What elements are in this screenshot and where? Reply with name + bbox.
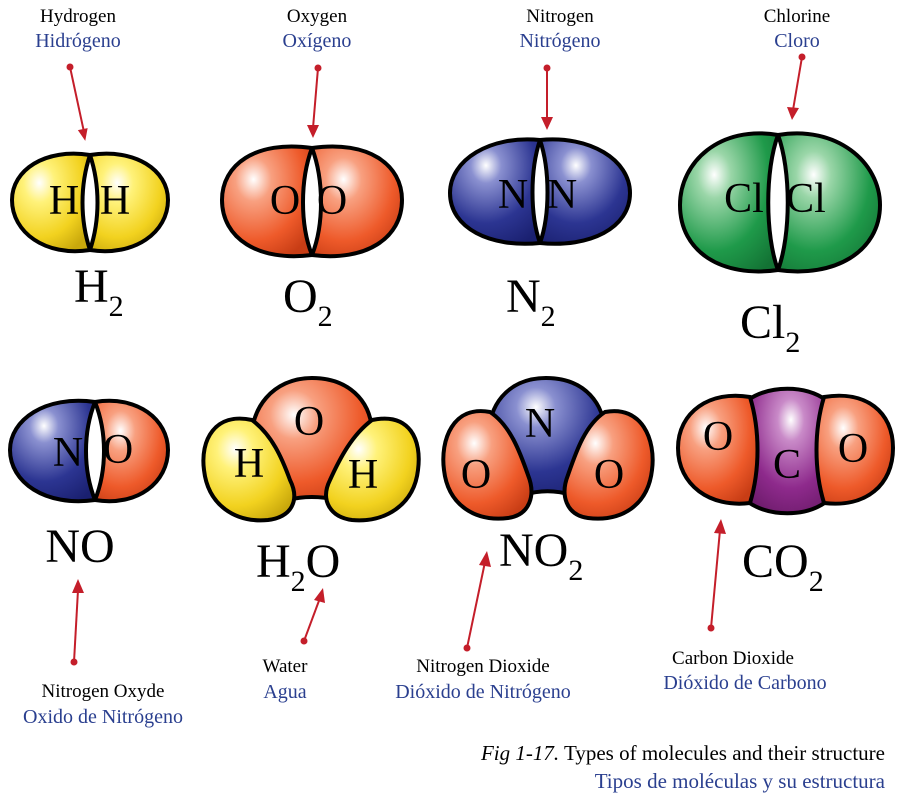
label-es-o2: Oxígeno xyxy=(283,30,352,52)
atom-letter: N xyxy=(525,401,555,447)
atom-letter: C xyxy=(773,442,801,488)
label-en-h2: Hydrogen xyxy=(40,6,116,27)
label-en-co2: Carbon Dioxide xyxy=(672,648,794,669)
atom-letter: O xyxy=(270,178,300,224)
label-es-h2o: Agua xyxy=(263,681,306,703)
atom-letter: Cl xyxy=(786,176,826,222)
label-en-cl2: Chlorine xyxy=(764,6,831,27)
atom-letter: O xyxy=(461,452,491,498)
atom-letter: O xyxy=(294,399,324,445)
molecule-o2: Oxygen Oxígeno O O O2 xyxy=(219,6,405,333)
arrow-h2 xyxy=(66,63,88,141)
molecule-co2: O C O CO2 Carbon Dioxide Dióxido de Carb… xyxy=(663,386,896,694)
formula-h2o: H2O xyxy=(256,535,340,598)
label-es-no2: Dióxido de Nitrógeno xyxy=(395,681,571,703)
atom-letter: O xyxy=(317,178,347,224)
atom-letter: H xyxy=(348,452,378,498)
formula-o2: O2 xyxy=(283,270,333,333)
label-en-no: Nitrogen Oxyde xyxy=(42,681,165,702)
arrow-no xyxy=(70,579,84,666)
molecule-n2: Nitrogen Nitrógeno N N N2 xyxy=(447,6,633,333)
atom-letter: O xyxy=(838,426,868,472)
label-en-o2: Oxygen xyxy=(287,6,348,27)
atom-letter: O xyxy=(594,452,624,498)
fig-number: Fig 1-17. xyxy=(480,741,559,765)
atom-chlorine-left xyxy=(677,131,781,274)
molecule-h2o: O H H H2O Water Agua xyxy=(201,375,421,703)
arrow-o2 xyxy=(307,64,322,138)
label-es-h2: Hidrógeno xyxy=(35,30,121,52)
formula-h2: H2 xyxy=(74,260,124,323)
arrow-no2 xyxy=(463,551,491,652)
molecule-h2: Hydrogen Hidrógeno H H H2 xyxy=(9,6,171,323)
arrow-cl2 xyxy=(787,53,806,120)
atom-oxygen-left xyxy=(219,144,315,259)
atom-letter: Cl xyxy=(724,176,764,222)
atom-letter: H xyxy=(49,178,79,224)
formula-cl2: Cl2 xyxy=(740,296,800,359)
atom-oxygen xyxy=(92,398,171,504)
molecule-no: N O NO Nitrogen Oxyde Oxido de Nitrógeno xyxy=(7,398,183,728)
molecule-no2: N O O NO2 Nitrogen Dioxide Dióxido de Ni… xyxy=(395,375,655,703)
atom-letter: N xyxy=(498,172,528,218)
atom-hydrogen-right xyxy=(324,416,421,523)
label-es-no: Oxido de Nitrógeno xyxy=(23,706,183,728)
label-es-co2: Dióxido de Carbono xyxy=(663,672,826,694)
atom-hydrogen-left xyxy=(201,416,297,523)
caption-es: Tipos de moléculas y su estructura xyxy=(595,769,886,793)
atom-letter: O xyxy=(703,414,733,460)
atom-chlorine-right xyxy=(775,131,883,274)
atom-letter: H xyxy=(234,441,264,487)
atom-oxygen-left xyxy=(441,409,534,521)
figure-caption: Fig 1-17. Types of molecules and their s… xyxy=(480,741,886,793)
atom-oxygen-right xyxy=(309,144,405,259)
label-es-n2: Nitrógeno xyxy=(519,30,600,52)
caption-en: Fig 1-17. Types of molecules and their s… xyxy=(480,741,885,765)
atom-nitrogen xyxy=(7,398,98,504)
atom-hydrogen-left xyxy=(9,151,93,254)
formula-no: NO xyxy=(45,520,114,573)
atom-hydrogen-right xyxy=(87,151,171,254)
atom-letter: O xyxy=(103,427,133,473)
label-en-n2: Nitrogen xyxy=(526,6,594,27)
label-es-cl2: Cloro xyxy=(774,30,820,52)
label-en-h2o: Water xyxy=(263,656,309,677)
arrow-n2 xyxy=(541,64,553,130)
arrow-h2o xyxy=(300,588,325,645)
formula-n2: N2 xyxy=(506,270,556,333)
atom-letter: N xyxy=(547,172,577,218)
atom-nitrogen-left xyxy=(447,137,543,246)
atom-oxygen-right xyxy=(814,393,896,506)
arrow-co2 xyxy=(707,519,726,632)
atom-oxygen-left xyxy=(675,393,760,506)
formula-no2: NO2 xyxy=(499,524,583,587)
atom-oxygen-right xyxy=(562,409,655,521)
atom-letter: N xyxy=(53,430,83,476)
atom-nitrogen-right xyxy=(537,137,633,246)
atom-letter: H xyxy=(100,178,130,224)
molecule-cl2: Chlorine Cloro Cl Cl Cl2 xyxy=(677,6,883,359)
formula-co2: CO2 xyxy=(742,535,824,598)
label-en-no2: Nitrogen Dioxide xyxy=(416,656,550,677)
